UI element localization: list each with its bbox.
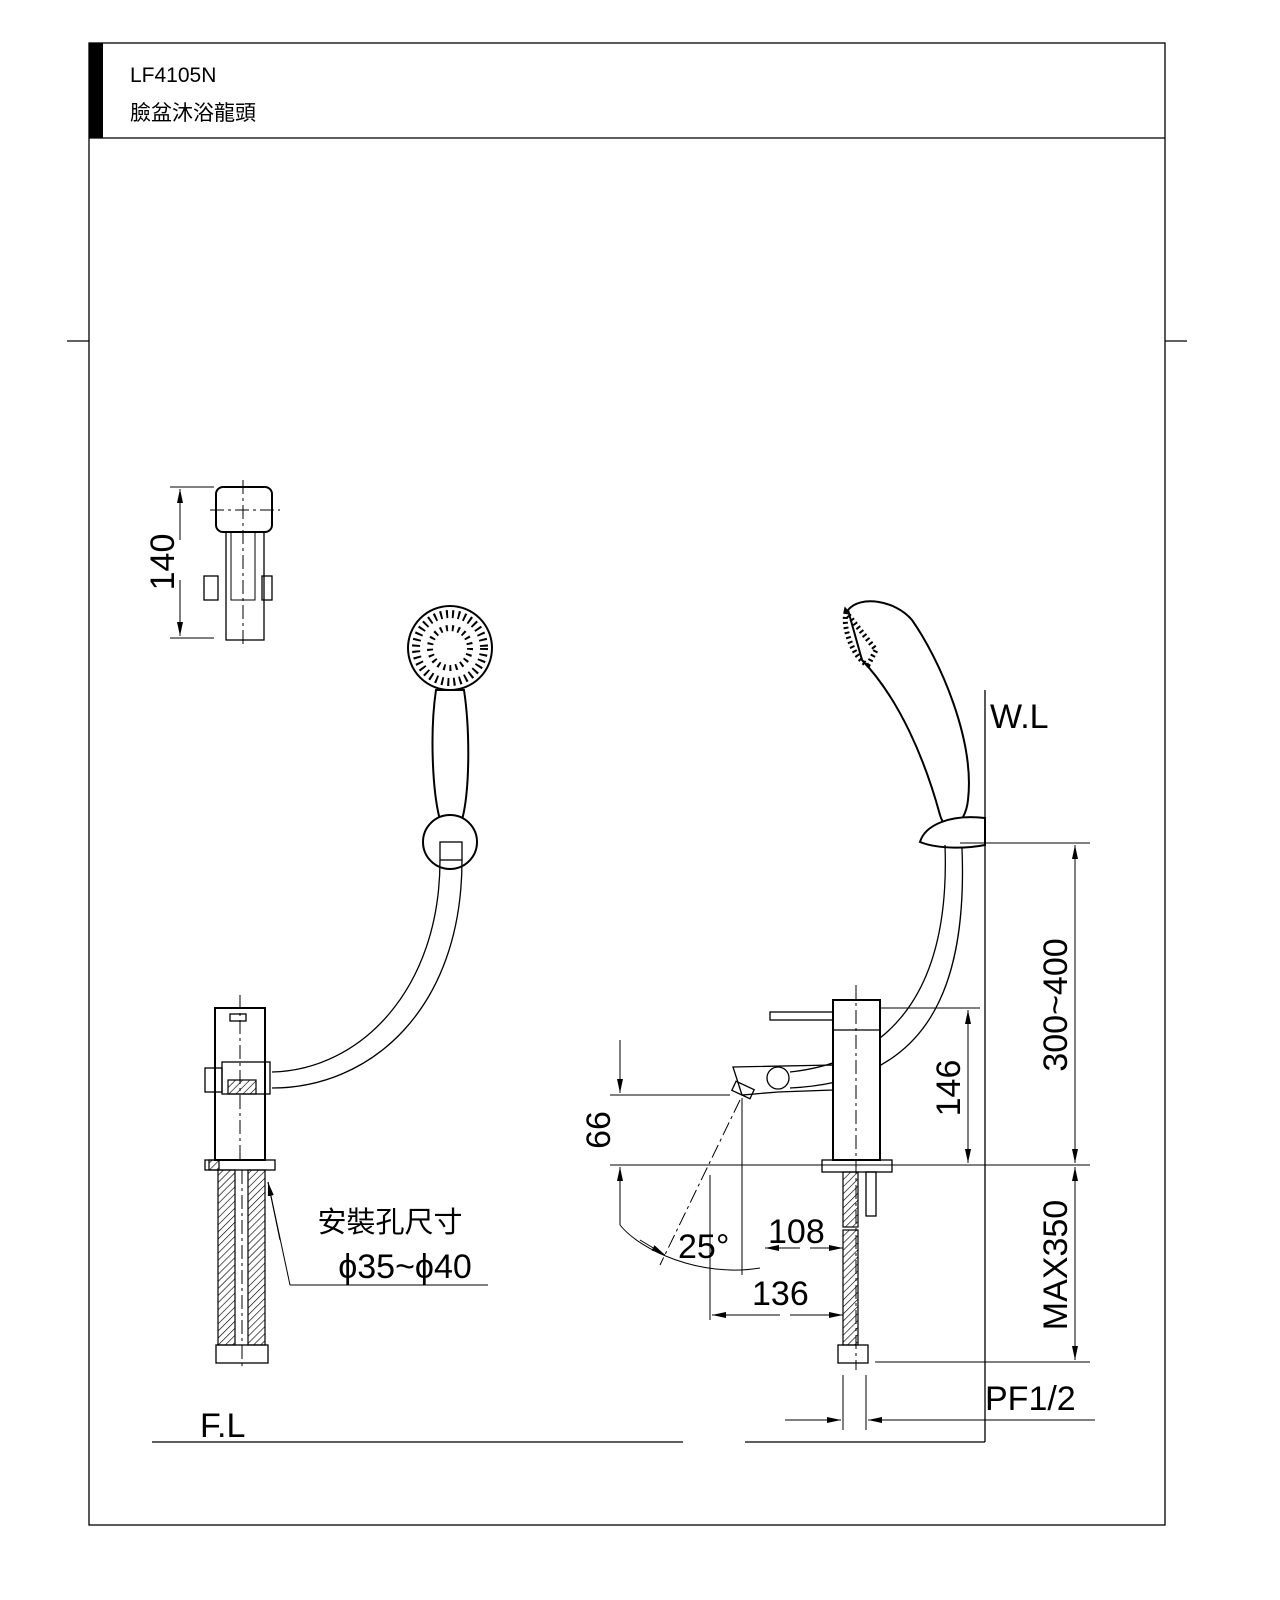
- angle-25: 25°: [678, 1228, 729, 1266]
- front-view-faucet: [204, 605, 493, 1370]
- dimension-max350: MAX350: [1037, 1200, 1075, 1330]
- model-number: LF4105N: [130, 64, 216, 87]
- connection-pf12: PF1/2: [985, 1380, 1076, 1418]
- floor-level-label: F.L: [200, 1407, 245, 1445]
- dimension-66: 66: [580, 1111, 618, 1149]
- install-hole-size: ϕ35~ϕ40: [338, 1248, 472, 1286]
- dimension-146: 146: [930, 1060, 968, 1117]
- wall-level-label: W.L: [990, 698, 1049, 736]
- side-view-faucet: [730, 600, 986, 1442]
- dimension-300-400: 300~400: [1037, 938, 1075, 1071]
- install-hole-label: 安裝孔尺寸: [317, 1205, 462, 1239]
- dimension-136: 136: [752, 1275, 809, 1313]
- drawing-frame: [67, 42, 1187, 1526]
- product-name: 臉盆沐浴龍頭: [130, 102, 256, 125]
- install-hole-leader: [267, 1181, 488, 1286]
- dimension-lines: [610, 842, 1095, 1430]
- dimension-108: 108: [768, 1213, 825, 1251]
- top-view: [170, 480, 280, 645]
- dimension-140: 140: [144, 534, 182, 591]
